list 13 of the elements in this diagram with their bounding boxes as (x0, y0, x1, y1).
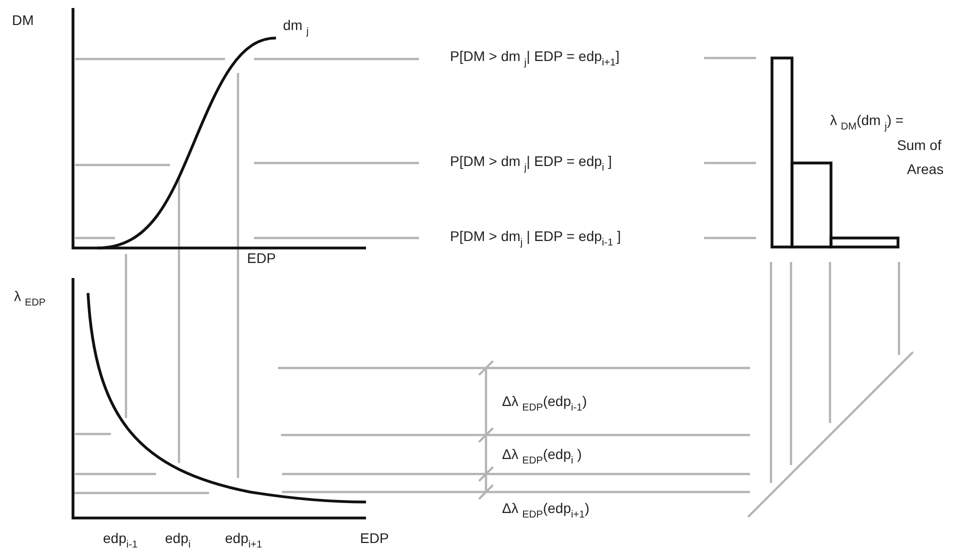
math-label: edp$_{i}$ (165, 530, 191, 547)
math-label: edp$_{i+1}$ (225, 530, 262, 547)
math-label: λ $_{EDP}$ (14, 288, 46, 305)
math-label: edp$_{i-1}$ (103, 530, 138, 547)
math-label: DM (12, 12, 34, 29)
math-label: λ $_{DM}$(dm $_{j}$) = (830, 112, 904, 129)
math-label: Δλ $_{EDP}$(edp$_{i}$ ) (502, 446, 582, 463)
math-label: EDP (247, 250, 276, 267)
math-label: Δλ $_{EDP}$(edp$_{i-1}$) (502, 393, 587, 410)
math-label: Sum of (897, 137, 942, 154)
math-label: Areas (907, 161, 944, 178)
math-label: EDP (360, 530, 389, 547)
math-label: Δλ $_{EDP}$(edp$_{i+1}$) (502, 500, 590, 517)
